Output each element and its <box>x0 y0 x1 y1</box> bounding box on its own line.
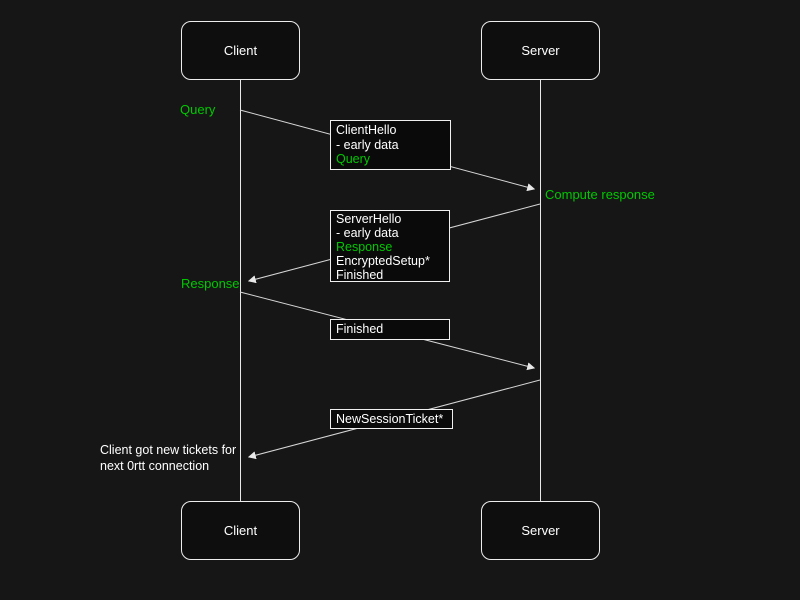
annotation-query: Query <box>180 102 216 117</box>
message-box-finished: Finished <box>330 319 450 340</box>
message-line: ClientHello <box>336 123 397 137</box>
actor-client-top-label: Client <box>223 43 258 58</box>
message-line: NewSessionTicket* <box>336 411 444 426</box>
annotation-response: Response <box>181 276 240 291</box>
message-line: ServerHello <box>336 212 402 226</box>
message-line: Finished <box>336 322 384 337</box>
actor-server-top: Server <box>481 21 600 80</box>
actor-client-bottom-label: Client <box>223 523 258 538</box>
message-line: - early data <box>336 225 399 240</box>
message-box-serverhello: ServerHello - early data Response Encryp… <box>330 210 450 282</box>
note-line-2: next 0rtt connection <box>100 458 210 473</box>
message-box-clienthello: ClientHello - early data Query <box>330 120 451 170</box>
message-line: - early data <box>336 137 399 152</box>
message-line: Finished <box>336 267 384 282</box>
actor-client-top: Client <box>181 21 300 80</box>
message-box-newsessionticket: NewSessionTicket* <box>330 409 453 429</box>
actor-server-top-label: Server <box>521 43 560 58</box>
actor-client-bottom: Client <box>181 501 300 560</box>
note-new-tickets: Client got new tickets for next 0rtt con… <box>100 443 236 474</box>
annotation-compute-response: Compute response <box>545 187 655 202</box>
actor-server-bottom-label: Server <box>521 523 560 538</box>
message-line: EncryptedSetup* <box>336 253 430 268</box>
note-line-1: Client got new tickets for <box>100 443 237 457</box>
message-line-query: Query <box>336 152 371 166</box>
message-line-response: Response <box>336 239 393 254</box>
actor-server-bottom: Server <box>481 501 600 560</box>
